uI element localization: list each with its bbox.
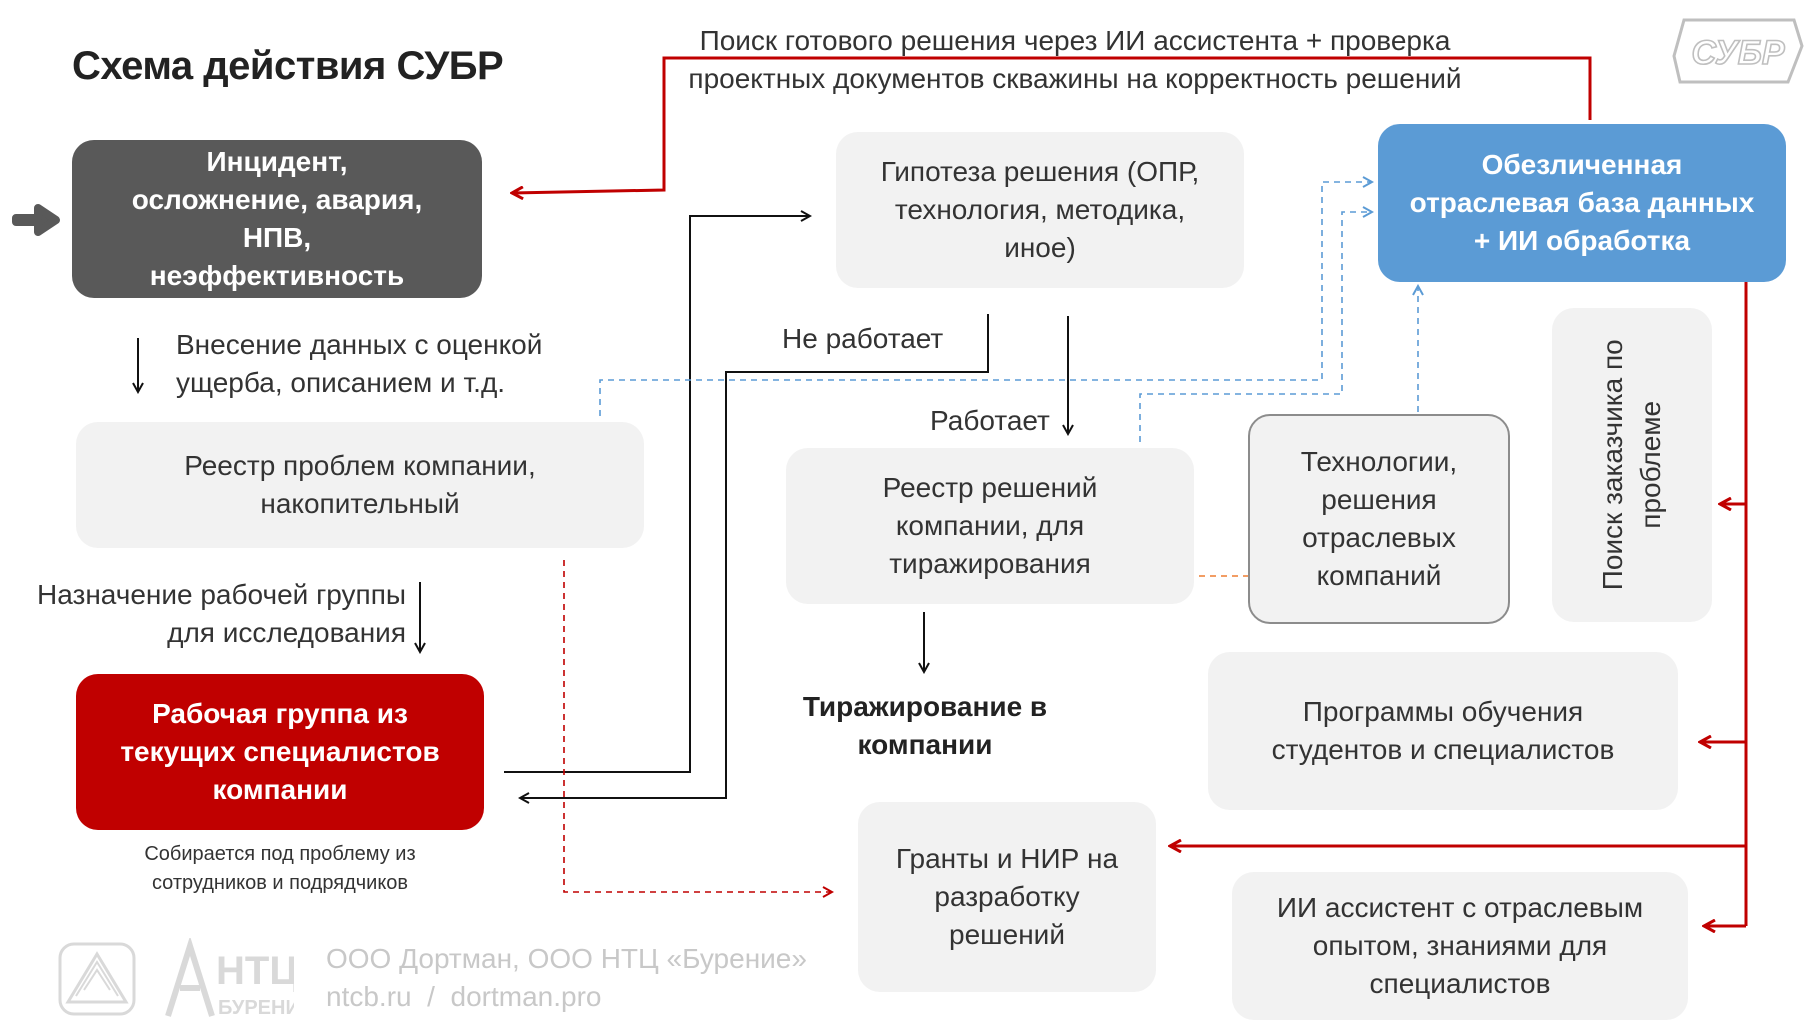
incident-box: Инцидент, осложнение, авария, НПВ, неэфф… — [72, 140, 482, 298]
not-working-label: Не работает — [782, 323, 944, 354]
ntc-logo-sub: БУРЕНИЕ — [218, 997, 294, 1019]
solution-registry-text: Реестр решений компании, для тиражирован… — [882, 472, 1098, 579]
ntc-logo-main: НТЦ — [216, 949, 294, 993]
problem-registry-text: Реестр проблем компании, накопительный — [184, 450, 536, 519]
working-label: Работает — [930, 405, 1050, 436]
replication-label: Тиражирование в компании — [802, 691, 1048, 760]
industry-db-text: Обезличенная отраслевая база данных + ИИ… — [1409, 149, 1755, 256]
solution-registry-box: Реестр решений компании, для тиражирован… — [786, 448, 1194, 604]
industry-tech-text: Технологии, решения отраслевых компаний — [1300, 446, 1458, 591]
ai-assistant-text: ИИ ассистент с отраслевым опытом, знания… — [1276, 892, 1644, 999]
top-note-line1: Поиск готового решения через ИИ ассистен… — [699, 25, 1451, 56]
ai-assistant-box: ИИ ассистент с отраслевым опытом, знания… — [1232, 872, 1688, 1020]
arrow-problems-to-grants — [563, 560, 832, 892]
working-group-box: Рабочая группа из текущих специалистов к… — [76, 674, 484, 830]
grants-box: Гранты и НИР на разработку решений — [858, 802, 1156, 992]
arrow-group-to-hypothesis — [504, 216, 810, 773]
footer-sites: ntcb.ru / dortman.pro — [326, 981, 602, 1012]
arrow-problems-to-db — [599, 182, 1372, 416]
customer-search-box: Поиск заказчика по проблеме — [1552, 308, 1712, 622]
subr-logo: СУБР — [1670, 16, 1806, 88]
ntc-logo-icon: НТЦ БУРЕНИЕ — [165, 935, 313, 1019]
dortman-logo — [58, 942, 136, 1016]
industry-tech-box: Технологии, решения отраслевых компаний — [1248, 414, 1510, 624]
dortman-logo-icon — [58, 942, 136, 1016]
page-title: Схема действия СУБР — [72, 44, 504, 88]
customer-search-text: Поиск заказчика по проблеме — [1597, 339, 1666, 591]
top-note-line2: проектных документов скважины на коррект… — [688, 62, 1462, 94]
arrow-db-to-incident — [512, 56, 1592, 193]
top-note: Поиск готового решения через ИИ ассистен… — [660, 22, 1490, 98]
subr-logo-text: СУБР — [1691, 34, 1784, 72]
entry-arrow-icon — [12, 204, 60, 236]
problem-registry-box: Реестр проблем компании, накопительный — [76, 422, 644, 548]
group-note-label: Собирается под проблему из сотрудников и… — [144, 843, 416, 894]
training-box: Программы обучения студентов и специалис… — [1208, 652, 1678, 810]
subr-logo-icon: СУБР — [1672, 18, 1804, 84]
hypothesis-box: Гипотеза решения (ОПР, технология, метод… — [836, 132, 1244, 288]
footer-company: ООО Дортман, ООО НТЦ «Бурение» — [326, 943, 807, 974]
data-entry-label: Внесение данных с оценкой ущерба, описан… — [176, 329, 543, 398]
grants-text: Гранты и НИР на разработку решений — [895, 843, 1119, 950]
training-text: Программы обучения студентов и специалис… — [1271, 696, 1615, 765]
hypothesis-text: Гипотеза решения (ОПР, технология, метод… — [880, 156, 1200, 263]
arrow-solutions-to-db — [1139, 212, 1372, 442]
incident-text: Инцидент, осложнение, авария, НПВ, неэфф… — [131, 146, 423, 291]
industry-db-box: Обезличенная отраслевая база данных + ИИ… — [1378, 124, 1786, 282]
ntc-logo: НТЦ БУРЕНИЕ — [160, 935, 313, 1020]
assign-group-label: Назначение рабочей группы для исследован… — [37, 579, 406, 648]
working-group-text: Рабочая группа из текущих специалистов к… — [120, 698, 440, 805]
arrow-notworking-to-group — [520, 314, 989, 798]
